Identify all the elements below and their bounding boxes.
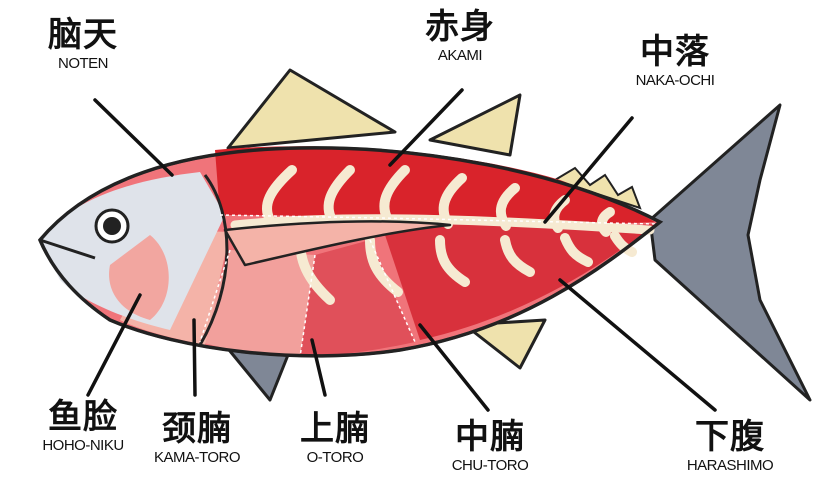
label-kama: 颈腩 KAMA-TORO — [132, 412, 262, 465]
label-hoho: 鱼脸 HOHO-NIKU — [8, 400, 158, 453]
label-kama-cn: 颈腩 — [162, 409, 232, 449]
region-hoho — [109, 235, 169, 320]
label-otoro-rom: O-TORO — [306, 449, 364, 466]
anal-fin — [463, 318, 547, 370]
label-nakaochi-rom: NAKA-OCHI — [635, 72, 715, 89]
pectoral-fin — [223, 220, 452, 267]
label-hoho-cn: 鱼脸 — [48, 397, 118, 437]
region-otoro — [200, 250, 315, 357]
mouth — [39, 238, 96, 260]
label-harashimo-cn: 下腹 — [695, 417, 765, 457]
region-borders — [199, 214, 656, 358]
fish-outline — [37, 146, 664, 358]
second-dorsal-fin — [428, 93, 522, 157]
label-harashimo-rom: HARASHIMO — [686, 457, 774, 474]
label-akami-cn: 赤身 — [425, 7, 495, 47]
label-noten: 脑天 NOTEN — [18, 18, 148, 71]
label-otoro-cn: 上腩 — [300, 409, 370, 449]
label-akami: 赤身 AKAMI — [395, 10, 525, 63]
ribs — [262, 165, 637, 305]
label-chutoro: 中腩 CHU-TORO — [420, 420, 560, 473]
tail-fin — [648, 103, 812, 402]
label-chutoro-cn: 中腩 — [455, 417, 525, 457]
label-harashimo: 下腹 HARASHIMO — [655, 420, 805, 473]
region-chutoro — [300, 240, 415, 357]
label-nakaochi: 中落 NAKA-OCHI — [600, 35, 750, 88]
label-noten-cn: 脑天 — [48, 15, 118, 55]
label-nakaochi-cn: 中落 — [640, 32, 710, 72]
pupil — [103, 217, 121, 235]
label-akami-rom: AKAMI — [437, 47, 483, 64]
region-harashimo — [380, 215, 655, 340]
label-kama-rom: KAMA-TORO — [153, 449, 241, 466]
leader-lines — [86, 88, 717, 412]
label-otoro: 上腩 O-TORO — [270, 412, 400, 465]
label-chutoro-rom: CHU-TORO — [451, 457, 529, 474]
dorsal-fin — [226, 68, 397, 150]
label-hoho-rom: HOHO-NIKU — [42, 437, 124, 454]
label-noten-rom: NOTEN — [58, 55, 109, 72]
gill-line — [198, 174, 229, 346]
top-finlets — [552, 166, 642, 210]
